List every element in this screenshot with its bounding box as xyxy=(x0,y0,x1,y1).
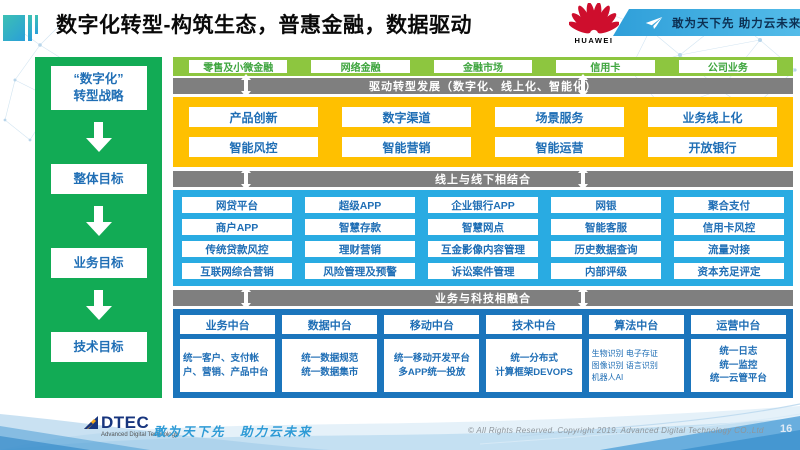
capability-box: 智能营销 xyxy=(342,137,471,157)
platform-title: 算法中台 xyxy=(588,315,684,334)
application-box: 智慧网点 xyxy=(428,219,538,235)
strategy-step-1: “数字化” 转型战略 xyxy=(50,66,147,110)
capability-box: 开放银行 xyxy=(648,137,777,157)
architecture-diagram: 零售及小微金融 网络金融 金融市场 信用卡 公司业务 驱动转型发展（数字化、线上… xyxy=(173,57,793,398)
capability-box: 智能风控 xyxy=(189,137,318,157)
application-box: 历史数据查询 xyxy=(551,241,661,257)
application-box: 风险管理及预警 xyxy=(305,263,415,279)
huawei-flower-icon xyxy=(569,3,619,34)
huawei-logo: HUAWEI xyxy=(569,3,619,45)
platform-content: 统一移动开发平台 多APP统一投放 xyxy=(384,339,480,392)
platform-column-algorithm: 算法中台 生物识别 电子存证 图像识别 语言识别 机器人AI xyxy=(588,315,684,392)
connector-bar-label: 业务与科技相融合 xyxy=(435,293,531,305)
application-box: 互联网综合营销 xyxy=(182,263,292,279)
huawei-wordmark: HUAWEI xyxy=(574,36,614,45)
double-arrow-icon xyxy=(578,74,588,97)
capability-box: 智能运营 xyxy=(495,137,624,157)
title-accent-bars xyxy=(3,15,38,41)
capability-grid: 产品创新 数字渠道 场景服务 业务线上化 智能风控 智能营销 智能运营 开放银行 xyxy=(173,97,793,167)
capability-box: 产品创新 xyxy=(189,107,318,127)
platform-column-tech: 技术中台 统一分布式 计算框架DEVOPS xyxy=(486,315,582,392)
slogan-banner: 敢为天下先 助力云未来 xyxy=(613,9,800,36)
platform-column-business: 业务中台 统一客户、支付帐户、营销、产品中台 xyxy=(180,315,276,392)
application-box: 流量对接 xyxy=(674,241,784,257)
platform-content: 统一数据规范 统一数据集市 xyxy=(282,339,378,392)
capability-box: 场景服务 xyxy=(495,107,624,127)
dtec-wordmark: DTEC xyxy=(101,413,150,432)
platform-title: 移动中台 xyxy=(384,315,480,334)
platform-content: 统一分布式 计算框架DEVOPS xyxy=(486,339,582,392)
application-box: 商户APP xyxy=(182,219,292,235)
dtec-logo-icon xyxy=(84,416,98,429)
application-box: 网银 xyxy=(551,197,661,213)
application-grid: 网贷平台 超级APP 企业银行APP 网银 聚合支付 商户APP 智慧存款 智慧… xyxy=(173,190,793,286)
connector-bar-biz-tech: 业务与科技相融合 xyxy=(173,286,793,309)
platform-title: 数据中台 xyxy=(282,315,378,334)
application-box: 诉讼案件管理 xyxy=(428,263,538,279)
double-arrow-icon xyxy=(241,286,251,309)
dtec-logo: DTEC Advanced Digital Technology xyxy=(83,414,178,438)
capability-box: 业务线上化 xyxy=(648,107,777,127)
application-box: 内部评级 xyxy=(551,263,661,279)
connector-bar-label: 线上与线下相结合 xyxy=(435,174,531,186)
platform-title: 技术中台 xyxy=(486,315,582,334)
application-box: 传统贷款风控 xyxy=(182,241,292,257)
platform-column-mobile: 移动中台 统一移动开发平台 多APP统一投放 xyxy=(384,315,480,392)
connector-bar-label: 驱动转型发展（数字化、线上化、智能化） xyxy=(369,81,597,93)
platform-column-operation: 运营中台 统一日志 统一监控 统一云管平台 xyxy=(690,315,786,392)
business-line: 公司业务 xyxy=(678,60,778,74)
strategy-panel: “数字化” 转型战略 整体目标 业务目标 技术目标 xyxy=(35,57,162,398)
business-line: 网络金融 xyxy=(311,60,410,74)
banner-slogan-text: 敢为天下先 助力云未来 xyxy=(672,17,800,30)
strategy-step-2: 整体目标 xyxy=(50,164,147,194)
application-box: 资本充足评定 xyxy=(674,263,784,279)
application-box: 智能客服 xyxy=(551,219,661,235)
down-arrow-icon xyxy=(85,122,112,152)
platform-title: 运营中台 xyxy=(690,315,786,334)
footer-slogan: 敢为天下先 助力云未来 xyxy=(153,425,313,439)
platform-content: 统一日志 统一监控 统一云管平台 xyxy=(690,339,786,392)
application-box: 聚合支付 xyxy=(674,197,784,213)
connector-bar-online-offline: 线上与线下相结合 xyxy=(173,167,793,190)
connector-bar-drive: 驱动转型发展（数字化、线上化、智能化） xyxy=(173,74,793,97)
application-box: 企业银行APP xyxy=(428,197,538,213)
business-line: 信用卡 xyxy=(556,60,655,74)
application-box: 超级APP xyxy=(305,197,415,213)
double-arrow-icon xyxy=(241,167,251,190)
copyright-text: © All Rights Reserved. Copyright 2019. A… xyxy=(468,426,764,435)
application-box: 信用卡风控 xyxy=(674,219,784,235)
platform-content: 统一客户、支付帐户、营销、产品中台 xyxy=(180,339,276,392)
application-box: 网贷平台 xyxy=(182,197,292,213)
down-arrow-icon xyxy=(85,290,112,320)
dtec-subtext: Advanced Digital Technology xyxy=(101,432,178,438)
page-number: 16 xyxy=(780,423,793,435)
platform-content: 生物识别 电子存证 图像识别 语言识别 机器人AI xyxy=(588,339,684,392)
paper-plane-icon xyxy=(645,16,663,29)
down-arrow-icon xyxy=(85,206,112,236)
double-arrow-icon xyxy=(241,74,251,97)
application-box: 理财营销 xyxy=(305,241,415,257)
capability-box: 数字渠道 xyxy=(342,107,471,127)
business-lines-row: 零售及小微金融 网络金融 金融市场 信用卡 公司业务 xyxy=(173,57,793,76)
strategy-step-3: 业务目标 xyxy=(50,248,147,278)
double-arrow-icon xyxy=(578,167,588,190)
business-line: 零售及小微金融 xyxy=(189,60,288,74)
double-arrow-icon xyxy=(578,286,588,309)
platform-title: 业务中台 xyxy=(180,315,276,334)
platform-column-data: 数据中台 统一数据规范 统一数据集市 xyxy=(282,315,378,392)
application-box: 智慧存款 xyxy=(305,219,415,235)
page-title: 数字化转型-构筑生态，普惠金融，数据驱动 xyxy=(56,14,472,37)
business-line: 金融市场 xyxy=(433,60,533,74)
strategy-step-4: 技术目标 xyxy=(50,332,147,362)
application-box: 互金影像内容管理 xyxy=(428,241,538,257)
platform-section: 业务中台 统一客户、支付帐户、营销、产品中台 数据中台 统一数据规范 统一数据集… xyxy=(173,309,793,398)
